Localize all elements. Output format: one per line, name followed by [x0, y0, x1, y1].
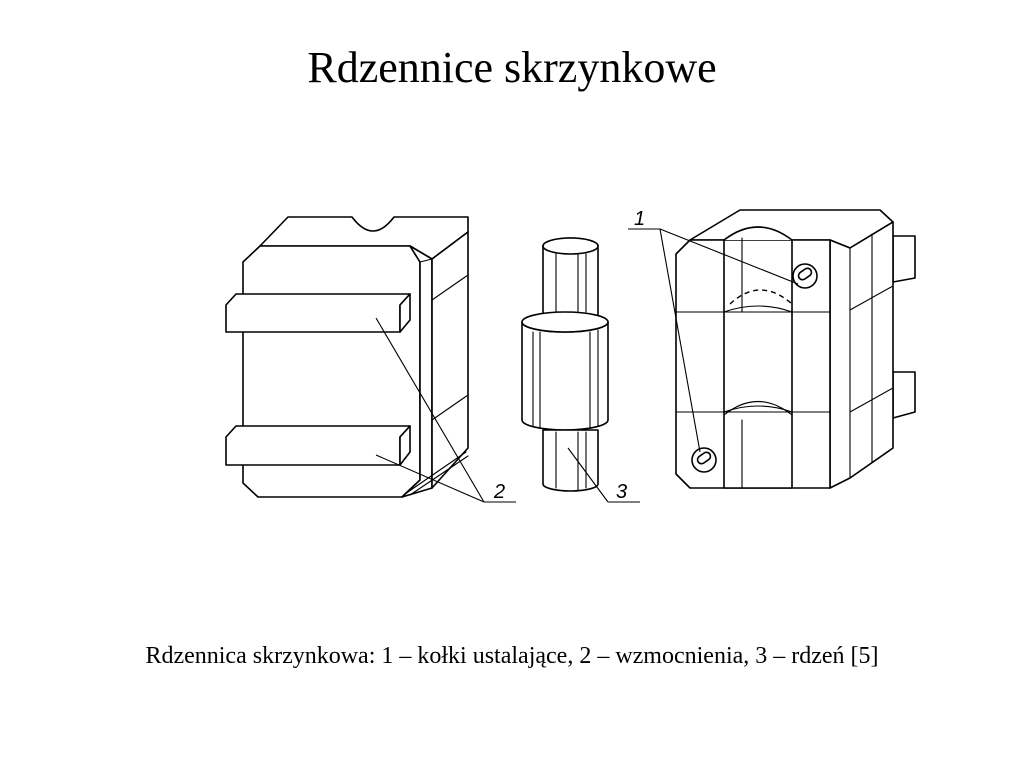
label-2: 2	[493, 481, 505, 503]
label-1-callout: 1	[628, 208, 799, 453]
locating-pin-lower	[691, 447, 717, 473]
core	[521, 237, 609, 492]
left-core-box-half	[225, 216, 469, 498]
core-collar	[521, 321, 609, 431]
label-3-callout: 3	[567, 447, 640, 503]
core-lower-shaft	[542, 429, 599, 492]
right-box-back-upper-rib	[892, 235, 916, 283]
slide-title: Rdzennice skrzynkowe	[307, 43, 717, 92]
right-box-side-face	[829, 221, 894, 489]
left-box-upper-rib	[225, 293, 411, 333]
label-2-callout: 2	[375, 317, 516, 503]
right-box-back-lower-rib	[892, 371, 916, 419]
locating-pin-upper	[792, 263, 818, 289]
figure-caption: Rdzennica skrzynkowa: 1 – kołki ustalają…	[145, 643, 879, 669]
left-box-side-back-face	[431, 231, 469, 489]
label-3: 3	[616, 481, 627, 503]
right-core-box-half	[675, 209, 916, 489]
left-box-lower-rib	[225, 425, 411, 466]
label-1: 1	[634, 208, 645, 230]
